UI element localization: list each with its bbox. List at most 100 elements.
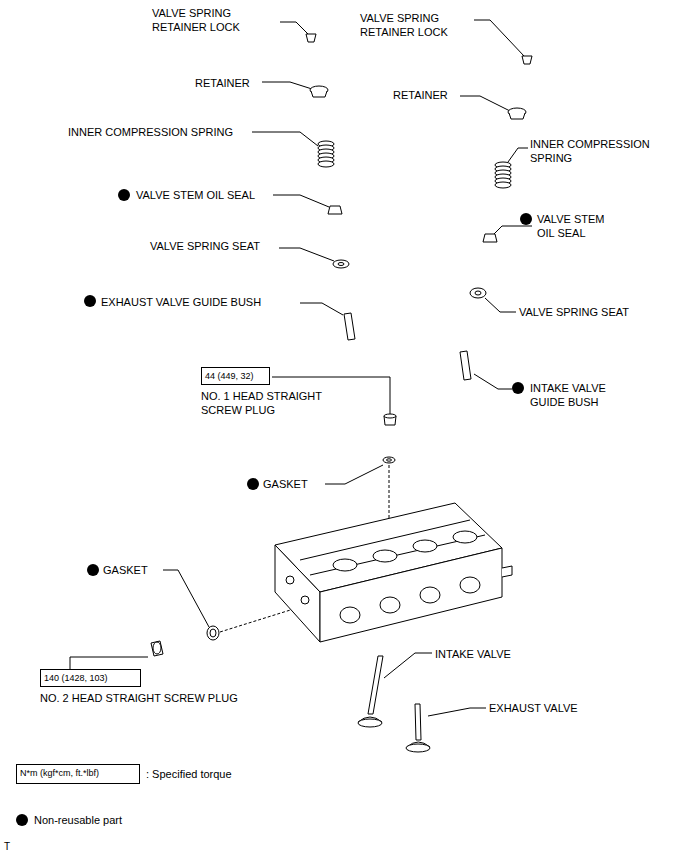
illustration-stroke	[320, 548, 502, 642]
illustration-stroke	[118, 189, 130, 201]
illustration-stroke	[520, 213, 532, 225]
part-label: VALVE STEM OIL SEAL	[136, 188, 255, 202]
illustration-stroke	[428, 708, 486, 716]
illustration-stroke	[301, 596, 309, 604]
illustration-stroke	[406, 744, 430, 752]
part-label: GASKET	[103, 563, 148, 577]
illustration-stroke	[474, 20, 524, 56]
illustration-stroke	[210, 629, 216, 637]
illustration-stroke	[358, 719, 382, 727]
illustration-stroke	[344, 313, 355, 340]
illustration-stroke	[384, 653, 432, 678]
illustration-stroke	[415, 704, 421, 740]
illustration-stroke	[460, 577, 480, 593]
illustration-stroke	[384, 414, 396, 418]
part-label: NO. 2 HEAD STRAIGHT SCREW PLUG	[40, 691, 238, 705]
part-label: RETAINER	[393, 88, 448, 102]
part-label: VALVE SPRING SEAT	[519, 305, 629, 319]
illustration-stroke	[306, 34, 532, 64]
part-label: VALVE SPRING SEAT	[150, 239, 260, 253]
illustration-stroke	[340, 607, 360, 623]
part-label: INTAKE VALVE GUIDE BUSH	[530, 381, 630, 409]
torque-box: 140 (1428, 103)	[40, 669, 141, 687]
part-label: INNER COMPRESSION SPRING	[68, 125, 233, 139]
part-label: VALVE STEM OIL SEAL	[537, 212, 622, 240]
part-label: EXHAUST VALVE	[489, 701, 578, 715]
illustration-stroke	[470, 288, 486, 298]
illustration-stroke	[220, 607, 300, 632]
illustration-stroke	[252, 132, 318, 146]
illustration-stroke	[151, 626, 219, 656]
illustration-stroke	[474, 374, 512, 389]
illustration-stroke	[460, 96, 510, 111]
part-label: NO. 1 HEAD STRAIGHT SCREW PLUG	[201, 389, 351, 417]
part-label: INNER COMPRESSION SPRING	[530, 137, 670, 165]
illustration-stroke	[262, 82, 312, 89]
illustration-stroke	[389, 465, 390, 525]
illustration-stroke	[275, 503, 512, 642]
part-label: VALVE SPRING RETAINER LOCK	[360, 11, 470, 39]
illustration-stroke	[387, 459, 392, 461]
illustration-stroke	[494, 226, 532, 234]
illustration-stroke	[306, 34, 316, 42]
illustration-stroke	[522, 56, 532, 64]
illustration-stroke	[512, 382, 524, 394]
illustration-stroke	[247, 478, 259, 490]
torque-box: 44 (449, 32)	[201, 367, 270, 385]
torque-box: N*m (kgf*cm, ft.*lbf)	[16, 764, 140, 784]
illustration-stroke	[373, 550, 397, 562]
legend-dot	[16, 814, 28, 826]
illustration-stroke	[333, 559, 357, 571]
legend-text: Non-reusable part	[34, 813, 122, 827]
illustration-stroke	[275, 545, 320, 642]
illustration-stroke	[70, 20, 532, 716]
illustration-stroke	[509, 113, 525, 119]
illustration-stroke	[318, 141, 511, 188]
torque-value: 44 (449, 32)	[202, 368, 269, 384]
part-label: INTAKE VALVE	[435, 647, 511, 661]
illustration-stroke	[318, 161, 334, 167]
illustration-stroke	[279, 248, 334, 261]
illustration-stroke	[84, 295, 96, 307]
illustration-stroke	[485, 298, 516, 312]
torque-value: N*m (kgf*cm, ft.*lbf)	[17, 765, 139, 781]
illustration-stroke	[333, 260, 349, 268]
legend-swatch	[15, 813, 29, 827]
illustration-stroke	[310, 86, 526, 119]
illustration-stroke	[344, 313, 471, 380]
illustration-stroke	[280, 22, 309, 35]
illustration-stroke	[328, 206, 342, 214]
part-label: VALVE SPRING RETAINER LOCK	[152, 6, 282, 34]
illustration-stroke	[453, 531, 477, 543]
illustration-stroke	[495, 182, 511, 188]
illustration-stroke	[420, 587, 440, 603]
illustration-stroke	[286, 576, 294, 584]
illustration-stroke	[413, 540, 437, 552]
legend-text: : Specified torque	[146, 767, 232, 781]
illustration-stroke	[475, 291, 481, 295]
illustration-stroke	[87, 564, 99, 576]
torque-value: 140 (1428, 103)	[41, 670, 140, 686]
illustration-stroke	[328, 206, 497, 242]
illustration-stroke	[460, 351, 471, 380]
illustration-stroke	[483, 234, 497, 242]
illustration-stroke	[300, 303, 343, 315]
illustration-stroke	[508, 148, 528, 162]
part-label: EXHAUST VALVE GUIDE BUSH	[101, 295, 261, 309]
illustration-stroke	[383, 414, 396, 463]
illustration-stroke	[368, 656, 383, 714]
illustration-stroke	[84, 189, 532, 576]
illustration-stroke	[325, 465, 383, 484]
illustration-stroke	[380, 597, 400, 613]
illustration-stroke	[70, 657, 148, 669]
illustration-stroke	[163, 570, 209, 627]
illustration-stroke	[311, 91, 327, 97]
part-label: RETAINER	[195, 76, 250, 90]
illustration-stroke	[273, 195, 329, 207]
part-label: GASKET	[263, 477, 308, 491]
illustration-stroke	[502, 566, 512, 577]
illustration-stroke	[153, 642, 161, 654]
illustration-stroke	[358, 656, 430, 752]
illustration-stroke	[383, 457, 395, 463]
illustration-stroke	[338, 263, 344, 266]
